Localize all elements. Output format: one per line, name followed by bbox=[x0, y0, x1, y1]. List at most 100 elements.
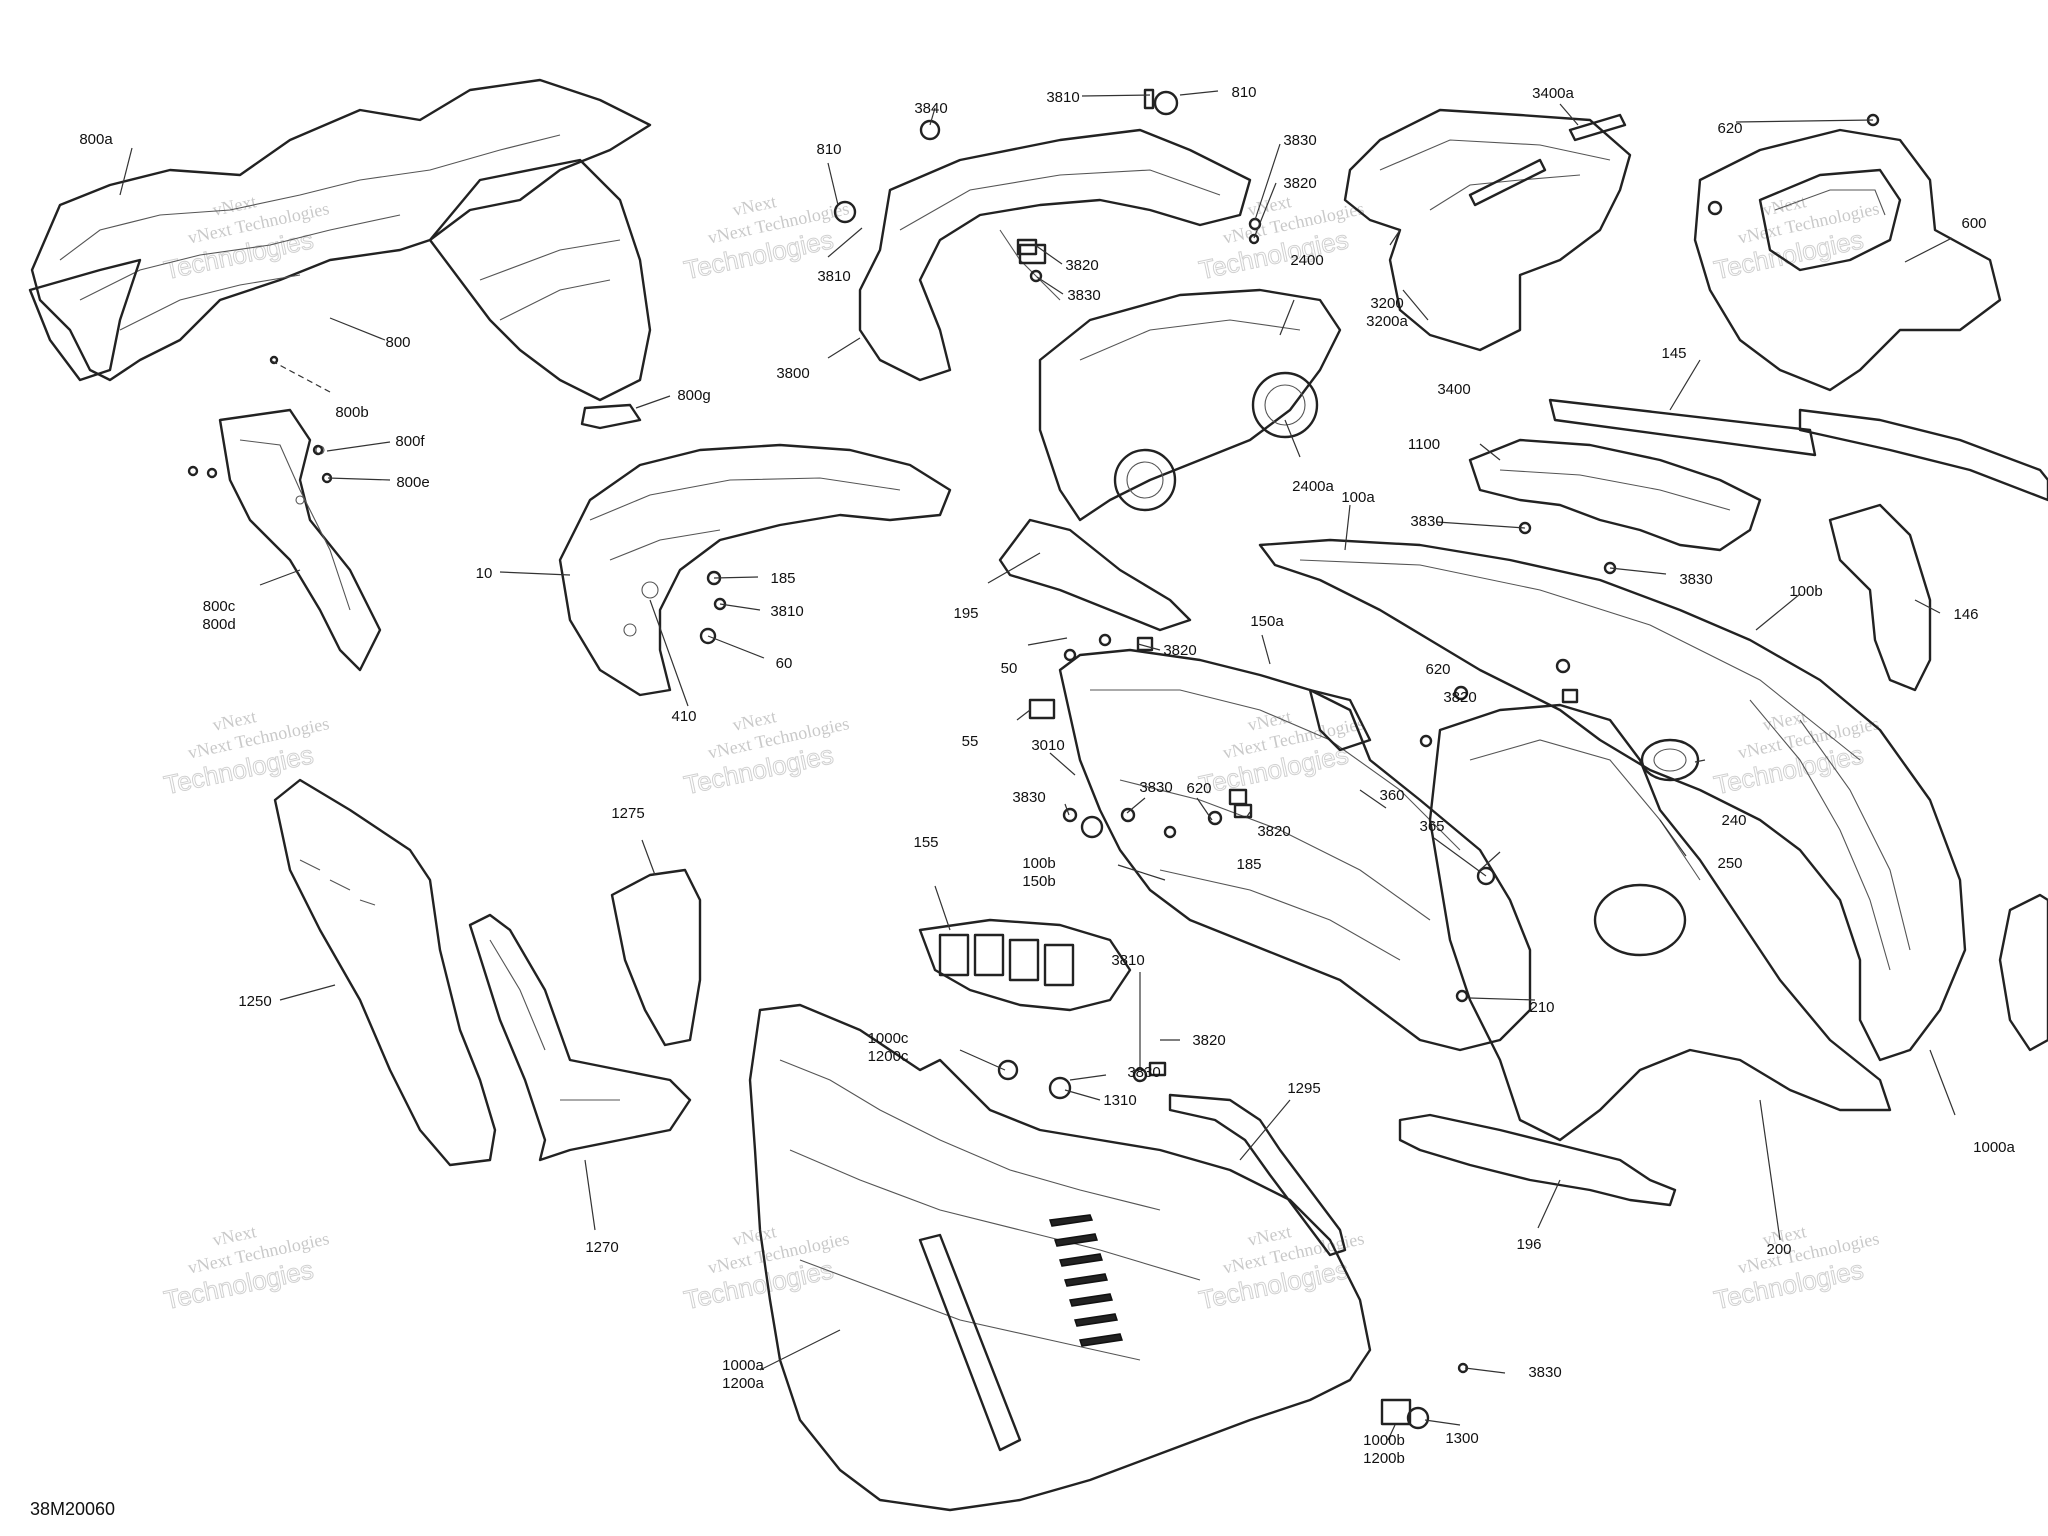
callout-label-line: 810 bbox=[1231, 84, 1256, 101]
callout-label: 3820 bbox=[1283, 175, 1316, 192]
callout-label-line: 60 bbox=[776, 655, 793, 672]
callout-label-line: 145 bbox=[1661, 345, 1686, 362]
callout-label: 1270 bbox=[585, 1239, 618, 1256]
callout-label: 3800 bbox=[776, 365, 809, 382]
part-200-center-body bbox=[1428, 703, 1892, 1142]
part-146-cover bbox=[1828, 503, 1932, 692]
callout-label-line: 1295 bbox=[1287, 1080, 1320, 1097]
callout-label: 3840 bbox=[914, 100, 947, 117]
callout-label-line: 3810 bbox=[770, 603, 803, 620]
callout-label-line: 3820 bbox=[1443, 689, 1476, 706]
callout-label: 1100 bbox=[1408, 436, 1440, 453]
callout-label: 185 bbox=[1236, 856, 1261, 873]
callout-label: 3830 bbox=[1679, 571, 1712, 588]
callout-label-line: 3830 bbox=[1127, 1064, 1160, 1081]
part-195-panel bbox=[998, 518, 1192, 632]
callout-label: 1275 bbox=[611, 805, 644, 822]
part-1100-bracket bbox=[1468, 438, 1762, 552]
callout-label: 365 bbox=[1419, 818, 1444, 835]
callout-label: 55 bbox=[962, 733, 979, 750]
callout-label-line: 3810 bbox=[1111, 952, 1144, 969]
callout-label-line: 3840 bbox=[914, 100, 947, 117]
callout-label-line: 800f bbox=[395, 433, 425, 450]
callout-label: 145 bbox=[1661, 345, 1686, 362]
callout-label: 600 bbox=[1961, 215, 1986, 232]
callout-label: 1000a bbox=[1973, 1139, 2015, 1156]
part-10-front-nose bbox=[558, 443, 952, 697]
parts bbox=[28, 78, 2048, 1512]
callout-label: 3830 bbox=[1139, 779, 1172, 796]
callout-label-line: 3830 bbox=[1410, 513, 1443, 530]
callout-label: 210 bbox=[1529, 999, 1554, 1016]
part-150-side-panel bbox=[1058, 648, 1532, 1052]
callout-label-line: 800e bbox=[396, 474, 429, 491]
callout-label: 1300 bbox=[1445, 1430, 1478, 1447]
callout-label: 185 bbox=[770, 570, 795, 587]
callout-label-line: 620 bbox=[1717, 120, 1742, 137]
callout-label: 3810 bbox=[1046, 89, 1079, 106]
callout-label-line: 55 bbox=[962, 733, 979, 750]
part-1270-bracket bbox=[468, 913, 692, 1162]
leader-lines bbox=[119, 90, 1956, 1441]
callout-label-line: 3830 bbox=[1679, 571, 1712, 588]
callout-label: 1310 bbox=[1103, 1092, 1136, 1109]
callout-label: 800b bbox=[335, 404, 368, 421]
callout-label-line: 3830 bbox=[1067, 287, 1100, 304]
callout-label: 620 bbox=[1717, 120, 1742, 137]
callout-label-line: 3820 bbox=[1192, 1032, 1225, 1049]
callout-label-line: 3820 bbox=[1065, 257, 1098, 274]
part-800-upper-fairing bbox=[28, 78, 652, 402]
callout-label: 3820 bbox=[1192, 1032, 1225, 1049]
callout-label: 410 bbox=[671, 708, 696, 725]
callout-label: 2400 bbox=[1290, 252, 1323, 269]
callout-label-line: 800a bbox=[79, 131, 113, 148]
callout-label-line: 100a bbox=[1341, 489, 1375, 506]
callout-label-line: 210 bbox=[1529, 999, 1554, 1016]
callout-label-line: 150a bbox=[1250, 613, 1284, 630]
callout-label-line: 3400 bbox=[1437, 381, 1470, 398]
callout-label: 3010 bbox=[1031, 737, 1064, 754]
fasteners bbox=[187, 113, 1880, 1430]
callout-label-line: 100b bbox=[1789, 583, 1822, 600]
callout-label: 3400a bbox=[1532, 85, 1574, 102]
callout-label-line: 146 bbox=[1953, 606, 1978, 623]
callout-label: 3810 bbox=[770, 603, 803, 620]
callout-label: 3820 bbox=[1257, 823, 1290, 840]
callout-label: 1250 bbox=[238, 993, 271, 1010]
watermark: vNext vNext Technologies Technologies bbox=[1196, 1221, 1366, 1316]
part-800c-side-bracket bbox=[218, 408, 382, 672]
callout-label-line: 360 bbox=[1379, 787, 1404, 804]
callout-label-line: 800g bbox=[677, 387, 710, 404]
part-100-side-fairing bbox=[1258, 538, 2048, 1062]
callout-label-line: 1275 bbox=[611, 805, 644, 822]
callout-label-line: 620 bbox=[1186, 780, 1211, 797]
callout-label-line: 100b bbox=[1022, 855, 1055, 872]
callout-label: 3830 bbox=[1067, 287, 1100, 304]
callout-label: 3820 bbox=[1065, 257, 1098, 274]
callout-label: 800a bbox=[79, 131, 113, 148]
part-3800-upper-bracket bbox=[833, 88, 1252, 382]
callout-label: 800e bbox=[396, 474, 429, 491]
callout-label: 250 bbox=[1717, 855, 1742, 872]
watermark: vNext vNext Technologies Technologies bbox=[681, 706, 851, 801]
callout-label: 3810 bbox=[817, 268, 850, 285]
callout-label-line: 1200c bbox=[868, 1048, 909, 1065]
callout-label: 240 bbox=[1721, 812, 1746, 829]
callout-label-line: 50 bbox=[1001, 660, 1018, 677]
callout-label-line: 800c bbox=[203, 598, 236, 615]
watermark: vNext vNext Technologies Technologies bbox=[161, 706, 331, 801]
callout-label: 155 bbox=[913, 834, 938, 851]
callout-label: 196 bbox=[1516, 1236, 1541, 1253]
callout-label-line: 1200b bbox=[1363, 1450, 1405, 1467]
callout-label-line: 3830 bbox=[1528, 1364, 1561, 1381]
callout-label-line: 620 bbox=[1425, 661, 1450, 678]
callout-label: 50 bbox=[1001, 660, 1018, 677]
part-right-trim bbox=[1798, 408, 2048, 502]
callout-label-line: 410 bbox=[671, 708, 696, 725]
callout-label-line: 185 bbox=[770, 570, 795, 587]
callout-label: 800f bbox=[395, 433, 425, 450]
